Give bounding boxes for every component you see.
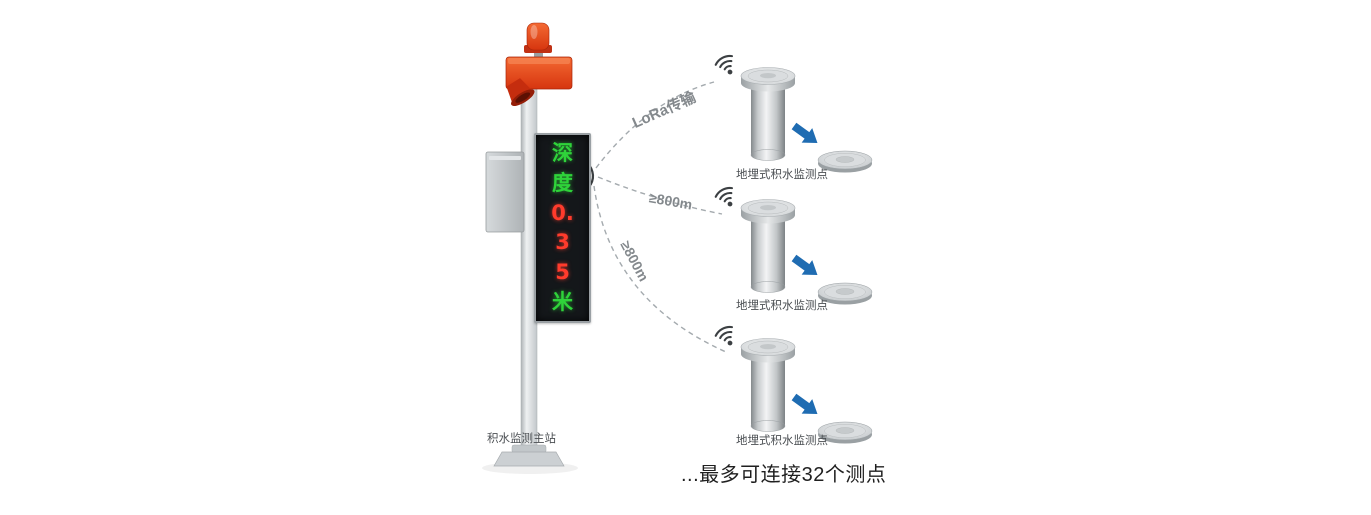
sensor-label-1: 地埋式积水监测点: [736, 169, 828, 181]
sensor-unit-3: [713, 323, 874, 445]
beacon-stem: [534, 48, 543, 60]
link-curve-top: [595, 81, 715, 169]
led-char: 度: [552, 170, 573, 195]
alarm-horn-icon: [506, 78, 535, 106]
led-char: 米: [552, 289, 573, 314]
led-char: 5: [555, 259, 570, 284]
sensor-unit-2: [713, 184, 874, 306]
sensor-unit-1: [713, 52, 874, 174]
led-char: 3: [555, 230, 570, 255]
base-plate: [493, 451, 565, 467]
footer-caption: ...最多可连接32个测点: [681, 464, 887, 486]
alarm-assembly: [505, 22, 573, 106]
led-display-panel: 深 度 0. 3 5 米: [534, 133, 591, 323]
station-cabinet: [485, 151, 525, 233]
led-char: 0.: [551, 200, 574, 225]
sensor-label-3: 地埋式积水监测点: [736, 435, 828, 447]
link-curve-middle: [597, 176, 723, 215]
sensor-label-2: 地埋式积水监测点: [736, 300, 828, 312]
led-char: 深: [552, 141, 573, 166]
station-label: 积水监测主站: [487, 433, 556, 445]
link-curve-bottom: [593, 185, 727, 353]
beacon-light: [526, 22, 550, 51]
